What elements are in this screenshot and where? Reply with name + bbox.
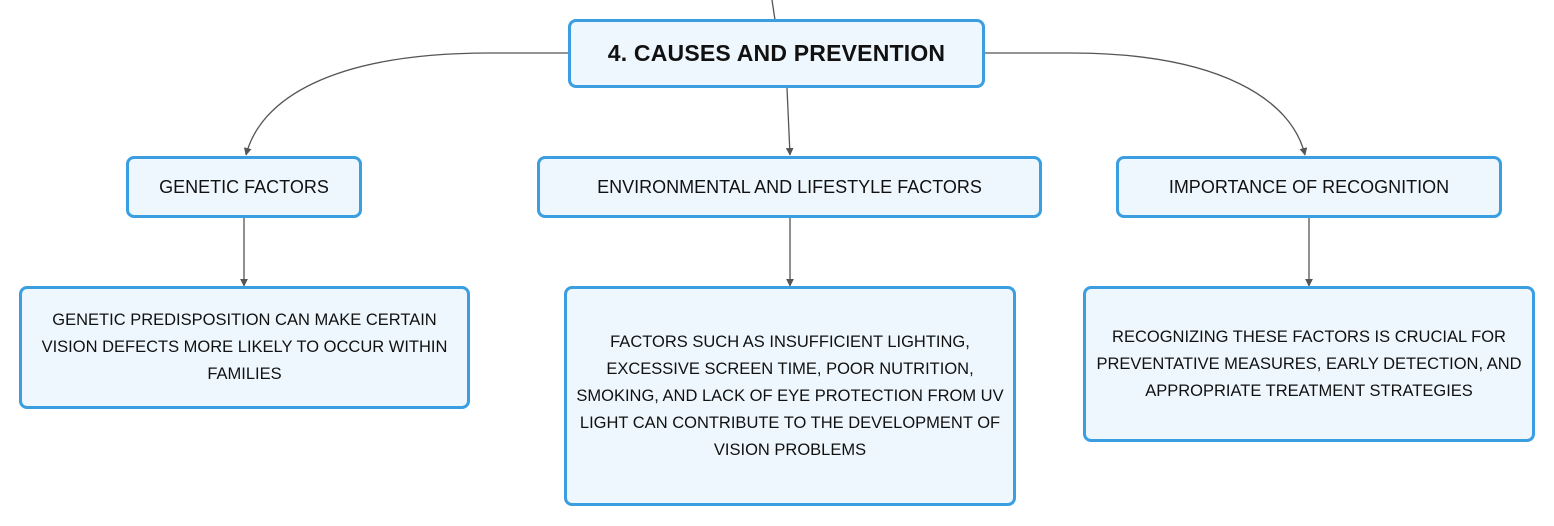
subtopic-label: GENETIC FACTORS — [159, 176, 329, 197]
root-topic-label: 4. CAUSES AND PREVENTION — [607, 40, 946, 66]
root-topic-node[interactable]: 4. CAUSES AND PREVENTION — [568, 19, 985, 88]
connector-root-to-environmental — [785, 87, 794, 156]
detail-text: FACTORS SUCH AS INSUFFICIENT LIGHTING, E… — [576, 332, 1004, 459]
subtopic-label: ENVIRONMENTAL AND LIFESTYLE FACTORS — [597, 176, 982, 197]
detail-recognition-importance[interactable]: RECOGNIZING THESE FACTORS IS CRUCIAL FOR… — [1083, 286, 1535, 442]
subtopic-environmental-lifestyle-factors[interactable]: ENVIRONMENTAL AND LIFESTYLE FACTORS — [537, 156, 1042, 218]
detail-environmental-factors[interactable]: FACTORS SUCH AS INSUFFICIENT LIGHTING, E… — [564, 286, 1016, 506]
subtopic-importance-of-recognition[interactable]: IMPORTANCE OF RECOGNITION — [1116, 156, 1502, 218]
detail-genetic-predisposition[interactable]: GENETIC PREDISPOSITION CAN MAKE CERTAIN … — [19, 286, 470, 409]
detail-text: RECOGNIZING THESE FACTORS IS CRUCIAL FOR… — [1096, 327, 1522, 400]
detail-text: GENETIC PREDISPOSITION CAN MAKE CERTAIN … — [41, 311, 448, 383]
connector-root-to-recognition — [984, 52, 1308, 156]
subtopic-genetic-factors[interactable]: GENETIC FACTORS — [126, 156, 362, 218]
subtopic-label: IMPORTANCE OF RECOGNITION — [1168, 176, 1450, 197]
incoming-connector — [771, 0, 776, 21]
connector-root-to-genetic — [243, 52, 570, 156]
